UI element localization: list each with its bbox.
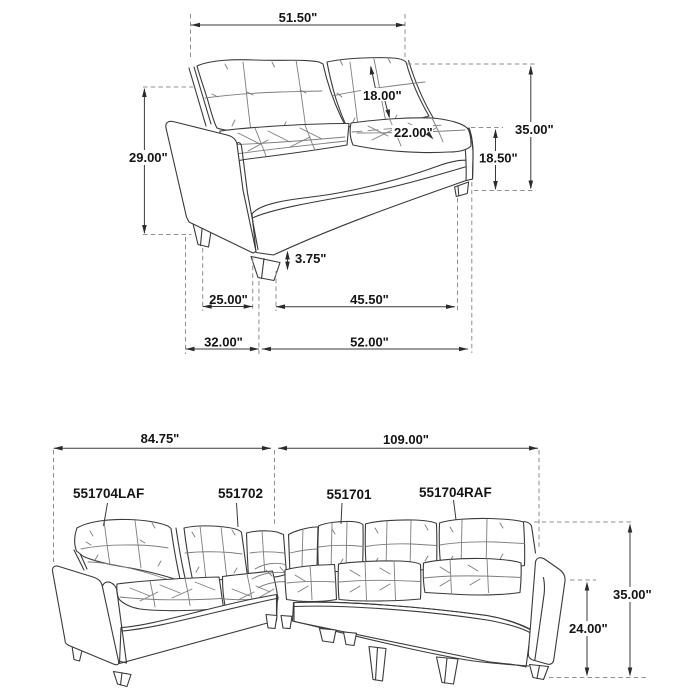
svg-text:51.50": 51.50" — [279, 10, 318, 25]
svg-text:35.00": 35.00" — [515, 122, 554, 137]
svg-text:551704LAF: 551704LAF — [73, 486, 144, 501]
svg-text:22.00": 22.00" — [394, 125, 433, 140]
svg-text:35.00": 35.00" — [613, 587, 652, 602]
svg-text:32.00": 32.00" — [204, 335, 243, 350]
svg-text:45.50": 45.50" — [350, 292, 389, 307]
svg-text:109.00": 109.00" — [383, 432, 429, 447]
svg-text:18.50": 18.50" — [479, 151, 518, 166]
svg-text:551702: 551702 — [218, 486, 263, 501]
svg-text:18.00": 18.00" — [363, 88, 402, 103]
svg-text:52.00": 52.00" — [350, 335, 389, 350]
svg-text:25.00": 25.00" — [209, 292, 248, 307]
svg-text:29.00": 29.00" — [129, 150, 168, 165]
svg-text:551704RAF: 551704RAF — [419, 485, 492, 500]
svg-text:84.75": 84.75" — [141, 431, 180, 446]
svg-text:3.75": 3.75" — [295, 251, 326, 266]
svg-text:24.00": 24.00" — [569, 621, 608, 636]
svg-text:551701: 551701 — [327, 487, 373, 502]
